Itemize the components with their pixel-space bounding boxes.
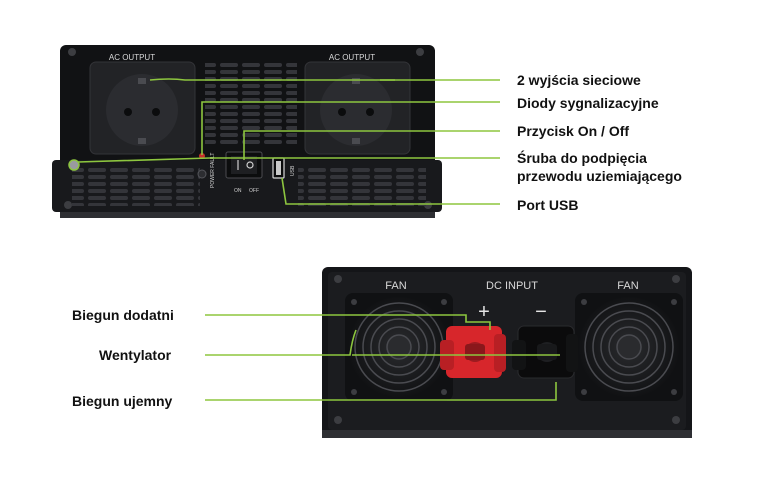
switch-off-label: OFF: [249, 188, 259, 194]
screw-icon: [672, 275, 680, 283]
ground-screw-icon: [68, 159, 80, 171]
minus-sign: −: [535, 301, 547, 323]
label-usb-port: Port USB: [517, 197, 579, 213]
rear-panel: FAN FAN DC INPUT + −: [322, 267, 692, 438]
power-fault-label: POWER FAULT: [210, 153, 216, 188]
front-panel: AC OUTPUT AC OUTPUT POWER FAULT ON OFF U…: [52, 45, 442, 218]
rear-callout-lines: [205, 314, 560, 401]
ac-output-right-label: AC OUTPUT: [329, 53, 375, 62]
bottom-vent-left: [72, 166, 200, 206]
switch-on-label: ON: [234, 188, 242, 194]
screw-icon: [672, 416, 680, 424]
label-ac-outputs: 2 wyjścia sieciowe: [517, 72, 641, 88]
socket-icon: [304, 61, 411, 155]
bottom-vent-right: [298, 166, 426, 206]
usb-label: USB: [290, 165, 296, 176]
screw-icon: [68, 48, 76, 56]
terminal-icon: [512, 325, 578, 379]
fan-grille-icon: [575, 293, 683, 401]
fan-left-label: FAN: [385, 280, 406, 292]
label-ground-screw-line1: Śruba do podpięcia: [517, 150, 647, 166]
label-positive-pole: Biegun dodatni: [72, 307, 174, 323]
ac-output-left-label: AC OUTPUT: [109, 53, 155, 62]
screw-icon: [64, 201, 72, 209]
label-fan: Wentylator: [99, 347, 172, 363]
label-ground-screw-line2: przewodu uziemiającego: [517, 168, 682, 184]
usb-port-icon: [272, 157, 285, 179]
dc-input-label: DC INPUT: [486, 280, 538, 292]
socket-icon: [89, 61, 196, 155]
fan-grille-icon: [345, 293, 453, 401]
fan-right-label: FAN: [617, 280, 638, 292]
screw-icon: [334, 416, 342, 424]
front-callout-lines: [77, 78, 500, 205]
screw-icon: [416, 48, 424, 56]
label-signal-leds: Diody sygnalizacyjne: [517, 95, 659, 111]
label-on-off-switch: Przycisk On / Off: [517, 123, 630, 139]
plus-sign: +: [478, 301, 490, 323]
terminal-icon: [440, 326, 506, 378]
label-negative-pole: Biegun ujemny: [72, 393, 173, 409]
power-led-icon: [197, 169, 207, 179]
screw-icon: [334, 275, 342, 283]
